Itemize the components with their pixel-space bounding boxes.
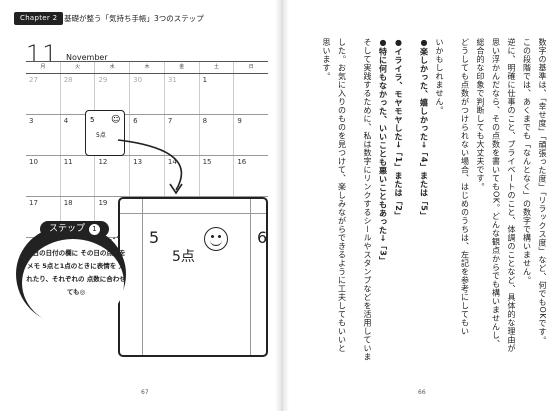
- calendar-weekday-header: 月 火 水 木 金 土 日: [26, 61, 268, 74]
- calendar-day: 6: [129, 115, 164, 155]
- month-number: 11: [26, 40, 59, 68]
- calendar-day: 15: [198, 156, 234, 196]
- calendar-day: 30: [129, 74, 164, 114]
- smiley-face-icon: [204, 227, 228, 251]
- zoomed-calendar-cell: 5 5点 6: [118, 197, 268, 357]
- calendar-day: 27: [29, 76, 38, 84]
- zoom-score: 5点: [172, 249, 195, 265]
- paragraph: この段階では、あくまでも「なんとなく」の数字で構いません。: [522, 38, 532, 285]
- calendar-day: 16: [233, 156, 268, 196]
- paragraph: 思います。: [322, 38, 331, 81]
- calendar-day: 11: [59, 156, 95, 196]
- step-description: 今日の日付の欄に その日の点数をメモ 5点と1点のときに表情を 入れたり、それぞ…: [26, 249, 126, 296]
- smiley-icon: ☺: [111, 115, 121, 125]
- calendar-day: 9: [233, 115, 268, 155]
- weekday-mon: 月: [40, 64, 46, 70]
- calendar-day: 10: [29, 158, 38, 166]
- paragraph: いかもしれません。: [435, 38, 444, 115]
- paragraph: 逆に、明確に仕事のこと、プライベートのこと、体調のことなど、具体的な理由が: [507, 38, 516, 353]
- calendar-day: [233, 74, 268, 114]
- weekday-sat: 土: [198, 62, 234, 73]
- calendar-day: 1: [198, 74, 234, 114]
- paragraph: した。お気に入りのものを見つけて、楽しみながらできるように工夫してもいいと: [337, 38, 347, 353]
- calendar-day: 29: [94, 74, 129, 114]
- paragraph: 数字の基準は、「幸せ度」「頑張った度」「リラックス度」など、何でもOKです。: [538, 38, 547, 345]
- calendar-day: 31: [163, 74, 199, 114]
- weekday-fri: 金: [163, 62, 199, 73]
- calendar-day: 14: [163, 156, 199, 196]
- weekday-sun: 日: [233, 62, 268, 73]
- highlighted-calendar-cell: 5 5点 ☺: [85, 110, 125, 156]
- highlighted-score: 5点: [96, 132, 106, 139]
- calendar-day: 13: [129, 156, 164, 196]
- smile-mouth-icon: [210, 239, 222, 246]
- calendar-day: 28: [59, 74, 95, 114]
- calendar-day: 17: [29, 199, 38, 207]
- calendar-day: 4: [59, 115, 95, 155]
- paragraph: 総合的な印象で判断しても大丈夫です。: [476, 38, 485, 191]
- zoom-grid-line: [250, 199, 251, 355]
- zoom-grid-line: [120, 213, 266, 214]
- left-page-number: 67: [141, 389, 149, 396]
- step-label: ステップ: [49, 224, 86, 234]
- right-page-number: 66: [418, 389, 426, 396]
- bullet-item: ●イライラ、モヤモヤした→「1」または「2」: [394, 38, 403, 220]
- bullet-item: ●特に何もなかった、いいことも悪いこともあった→「3」: [378, 38, 388, 265]
- calendar-day: 19: [94, 197, 129, 237]
- zoom-date: 5: [149, 228, 160, 247]
- step-bubble-inner: [22, 239, 124, 327]
- weekday-thu: 木: [129, 62, 164, 73]
- zoom-grid-line: [142, 199, 143, 355]
- paragraph: どうしても点数がつけられない場合、はじめのうちは、左記を参考にしてもい: [460, 38, 470, 336]
- calendar-day: 18: [59, 197, 95, 237]
- step-number: 1: [89, 224, 101, 235]
- chapter-badge: Chapter 2: [14, 12, 64, 25]
- highlighted-date: 5: [90, 116, 95, 124]
- zoom-next-date: 6: [257, 228, 268, 247]
- calendar-day: 7: [163, 115, 199, 155]
- chapter-title: 基礎が整う「気持ち手帳」3つのステップ: [64, 14, 204, 23]
- weekday-wed: 水: [94, 62, 129, 73]
- book-gutter: [275, 0, 289, 411]
- month-name: November: [66, 53, 108, 62]
- paragraph: 思い浮かんだなら、その点数を書いてもOK。どんな観点からでも構いませんし、: [491, 38, 501, 349]
- bullet-item: ●楽しかった、嬉しかった→「4」または「5」: [419, 38, 429, 220]
- calendar-week-row: 10 11 12 13 14 15 16: [26, 156, 268, 197]
- right-page-body: 数字の基準は、「幸せ度」「頑張った度」「リラックス度」など、何でもOKです。 こ…: [300, 38, 550, 363]
- calendar-week-row: 27 28 29 30 31 1: [26, 74, 268, 115]
- calendar-day: 3: [29, 117, 34, 125]
- calendar-day: 8: [198, 115, 234, 155]
- paragraph: そして実践するために、私は数字にリンクするシールやスタンプなどを活用していま: [363, 38, 372, 361]
- calendar-day: 12: [94, 156, 129, 196]
- weekday-tue: 火: [59, 62, 95, 73]
